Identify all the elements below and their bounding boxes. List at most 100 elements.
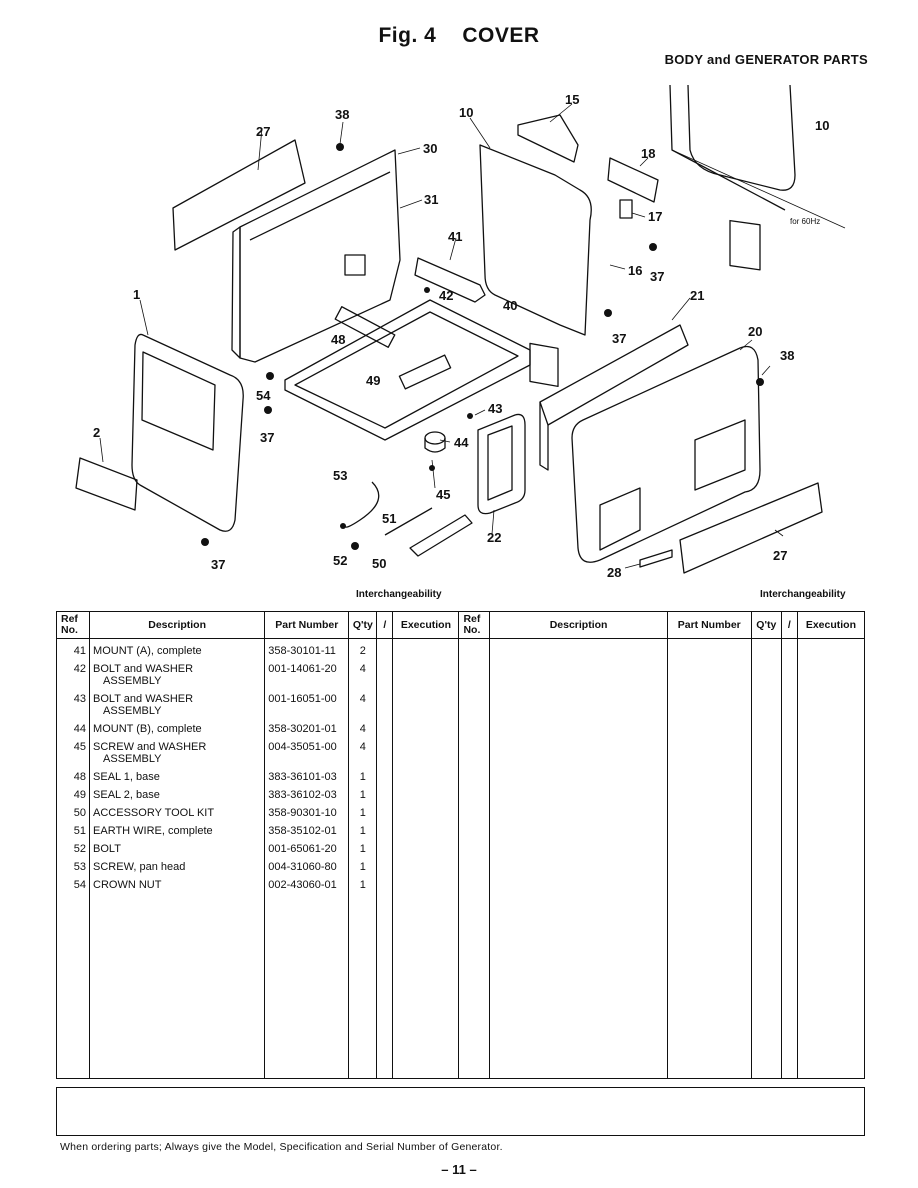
callout-18: 18 [641,146,655,161]
description-column-right [489,638,668,1079]
rear-panel-opening [344,254,366,276]
qty-column: 2 4 4 4 4 1 1 1 1 1 1 1 [348,638,378,1079]
exploded-parts-diagram: 38 27 30 31 1 2 54 37 37 53 51 52 50 45 … [75,84,846,580]
left-end-cover [131,333,244,532]
parts-table: Ref No. Description Part Number Q'ty / E… [55,611,866,1079]
callout-17: 17 [648,209,662,224]
section-subtitle: BODY and GENERATOR PARTS [664,52,868,67]
callout-16: 16 [628,263,642,278]
callout-45: 45 [436,487,450,502]
interchangeability-column-right [780,638,798,1079]
label-27-left [172,139,306,251]
callout-31: 31 [424,192,438,207]
header-qty: Q'ty [348,611,378,639]
right-end-cover [571,345,761,563]
inset-cover-edge [669,84,786,211]
callout-10: 10 [459,105,473,120]
header-qty-right: Q'ty [750,611,782,639]
accessory-tool-kit [409,514,473,557]
header-description: Description [89,611,266,639]
callout-27-b: 27 [773,548,787,563]
mount-b [424,431,446,445]
earth-wire [344,481,380,528]
execution-column-right [796,638,866,1079]
callout-20: 20 [748,324,762,339]
callout-44: 44 [454,435,469,450]
table-header-row: Ref No. Description Part Number Q'ty / E… [55,611,866,639]
execution-column [392,638,460,1079]
page-number: – 11 – [441,1162,477,1177]
callout-28: 28 [607,565,621,580]
callout-21: 21 [690,288,704,303]
callout-40: 40 [503,298,517,313]
callout-38-b: 38 [780,348,794,363]
header-part-number: Part Number [264,611,350,639]
interchangeability-column [376,638,394,1079]
header-ref-right: Ref No. [458,611,491,639]
ordering-note: When ordering parts; Always give the Mod… [60,1141,503,1153]
figure-number: Fig. 4 [378,24,437,47]
qty-column-right [750,638,782,1079]
control-panel-window [529,342,559,388]
mount-a [414,257,486,303]
callout-22: 22 [487,530,501,545]
ref-column-right [458,638,491,1079]
seal-1-base [334,306,396,348]
header-interchangeability-right: / [780,611,798,639]
interchangeability-label-right: Interchangeability [760,589,846,600]
header-execution-right: Execution [796,611,866,639]
callout-30: 30 [423,141,437,156]
side-panel-21 [539,324,689,426]
left-end-cover-window [141,351,216,451]
part-number-column: 358-30101-11 001-14061-20 001-16051-00 3… [264,638,350,1079]
control-panel-cover [479,144,592,336]
callout-37-c: 37 [650,269,664,284]
handle-cover-15 [517,114,579,163]
header-execution: Execution [392,611,460,639]
callout-10-inset: 10 [815,118,829,133]
callout-49: 49 [366,373,380,388]
label-17 [619,199,633,219]
frame-gasket-22 [477,413,526,515]
callout-48: 48 [331,332,345,347]
label-2 [75,457,138,511]
callout-37-d: 37 [612,331,626,346]
callout-42: 42 [439,288,453,303]
inset-note: for 60Hz [790,217,820,226]
callout-38: 38 [335,107,349,122]
figure-title: COVER [462,24,540,47]
header-description-right: Description [489,611,668,639]
interchangeability-label-left: Interchangeability [356,589,442,600]
header-part-number-right: Part Number [666,611,752,639]
header-interchangeability: / [376,611,394,639]
callout-1: 1 [133,287,140,302]
part-number-column-right [666,638,752,1079]
callout-37-a: 37 [260,430,274,445]
ref-column: 41 42 43 44 45 48 49 50 51 52 53 54 [55,638,91,1079]
label-18 [607,157,659,203]
callout-50: 50 [372,556,386,571]
callout-54: 54 [256,388,271,403]
table-body: 41 42 43 44 45 48 49 50 51 52 53 54 MOUN… [55,638,866,1079]
notes-box [56,1087,865,1136]
page-title: Fig. 4 COVER [0,24,918,48]
inset-note-line [671,149,846,229]
callout-43: 43 [488,401,502,416]
callout-53: 53 [333,468,347,483]
callout-37-b: 37 [211,557,225,572]
header-ref: Ref No. [55,611,91,639]
label-28 [639,549,673,568]
callout-52: 52 [333,553,347,568]
callout-15: 15 [565,92,579,107]
seal-2-base [398,354,452,390]
rear-panel-edge [231,226,241,359]
inset-window [729,219,761,271]
inset-cover-outline [687,84,796,191]
label-27-right [679,482,823,574]
callout-51: 51 [382,511,396,526]
right-cover-window [694,419,746,491]
callout-27: 27 [256,124,270,139]
callout-41: 41 [448,229,462,244]
callout-2: 2 [93,425,100,440]
